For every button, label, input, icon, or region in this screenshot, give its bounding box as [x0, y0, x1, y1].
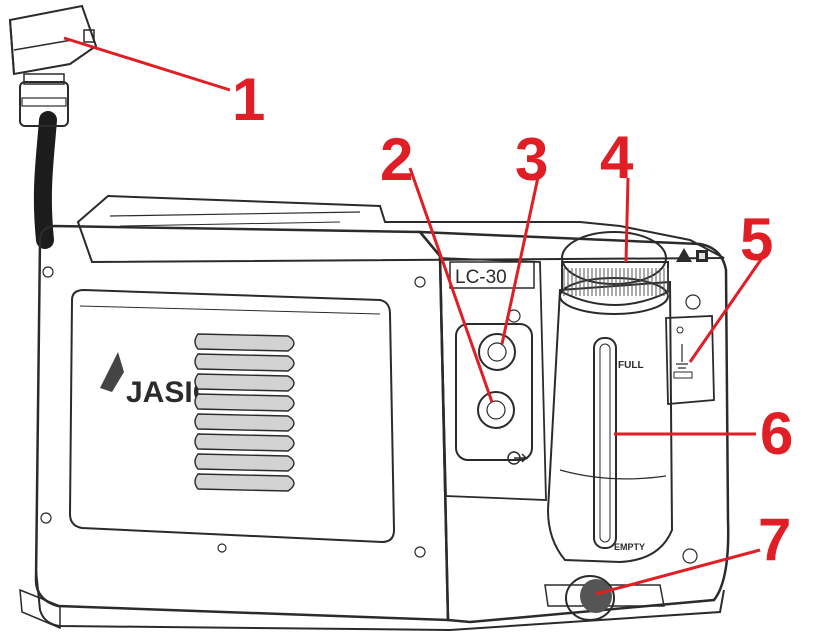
corner-screw — [682, 548, 698, 564]
cooler-body — [19, 194, 730, 632]
side-panel — [68, 288, 396, 544]
corner-screw — [414, 276, 426, 288]
callout-4-number: 4 — [600, 124, 634, 191]
coolant-level-window: FULL EMPTY — [593, 337, 645, 552]
callout-2: 2 — [380, 126, 494, 403]
louver-slat — [194, 333, 295, 352]
callout-1: 1 — [63, 36, 265, 133]
callouts: 1 2 3 4 5 6 7 — [63, 36, 793, 596]
corner-screw — [685, 294, 701, 310]
connector-plate: LC-30 — [439, 257, 547, 501]
callout-2-number: 2 — [380, 126, 413, 193]
louver-slat — [194, 473, 295, 492]
callout-3-number: 3 — [515, 126, 548, 193]
tank-filler-cap — [559, 231, 669, 315]
callout-1-number: 1 — [232, 66, 265, 133]
flow-arrow-icon — [507, 451, 528, 465]
model-plate: LC-30 — [455, 267, 507, 288]
callout-3: 3 — [500, 126, 548, 345]
corner-screw — [42, 266, 54, 278]
corner-screw — [414, 546, 426, 558]
callout-7: 7 — [595, 506, 791, 596]
callout-5-number: 5 — [740, 206, 773, 273]
power-cable — [33, 111, 57, 249]
louver-slat — [194, 413, 295, 432]
callout-6-number: 6 — [760, 400, 793, 467]
louver-slat — [194, 453, 295, 472]
power-plug — [8, 4, 98, 127]
callout-4: 4 — [600, 124, 634, 263]
vent-louvers — [194, 333, 295, 492]
louver-slat — [194, 353, 295, 372]
callout-5: 5 — [688, 206, 773, 363]
louver-slat — [194, 393, 295, 412]
tank-empty-mark: EMPTY — [614, 542, 645, 552]
drain-plug — [544, 575, 665, 621]
tank-full-mark: FULL — [618, 360, 644, 371]
corner-screw — [217, 543, 227, 553]
cap-grip-ridges — [563, 268, 669, 296]
louver-slat — [194, 373, 295, 392]
corner-screw — [40, 512, 52, 524]
lower-quick-connector — [477, 391, 515, 429]
warning-icon — [676, 248, 708, 262]
coolant-tank — [546, 280, 674, 564]
callout-6: 6 — [614, 400, 793, 467]
upper-quick-connector — [478, 333, 516, 371]
switch-panel — [665, 315, 715, 405]
callout-7-number: 7 — [758, 506, 791, 573]
louver-slat — [194, 433, 295, 452]
